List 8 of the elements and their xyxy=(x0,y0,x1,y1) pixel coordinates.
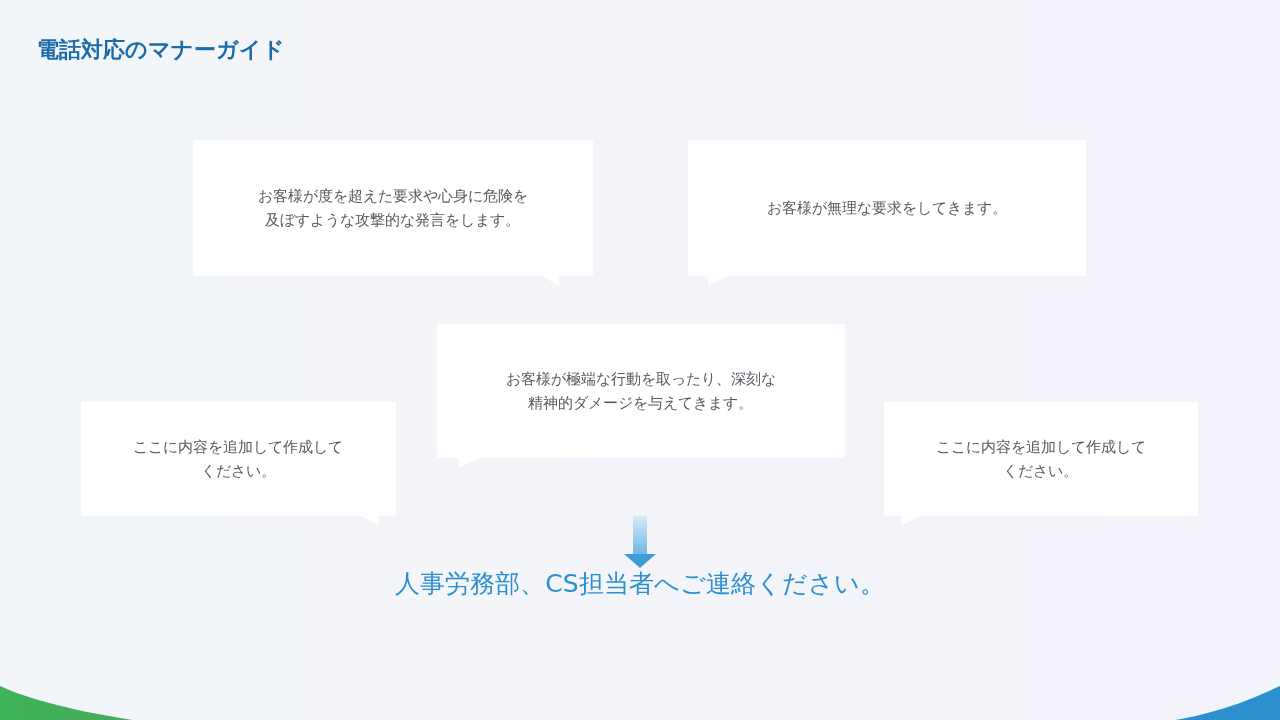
title: 電話対応のマナーガイド xyxy=(37,36,285,64)
bubble-text: お客様が無理な要求をしてきます。 xyxy=(767,199,1007,218)
arrow xyxy=(624,516,656,568)
message-text: 人事労務部、CS担当者へご連絡ください。 xyxy=(395,568,885,600)
bubble-text: ここに内容を追加して作成してください。 xyxy=(132,438,345,481)
bubble-text: お客様が極端な行動を取ったり、深刻な精神的ダメージを与えてきます。 xyxy=(505,370,777,413)
bubble-text: お客様が度を超えた要求や心身に危険を及ぼすような攻撃的な発言をします。 xyxy=(257,187,529,230)
bubble-text: ここに内容を追加して作成してください。 xyxy=(935,438,1147,481)
